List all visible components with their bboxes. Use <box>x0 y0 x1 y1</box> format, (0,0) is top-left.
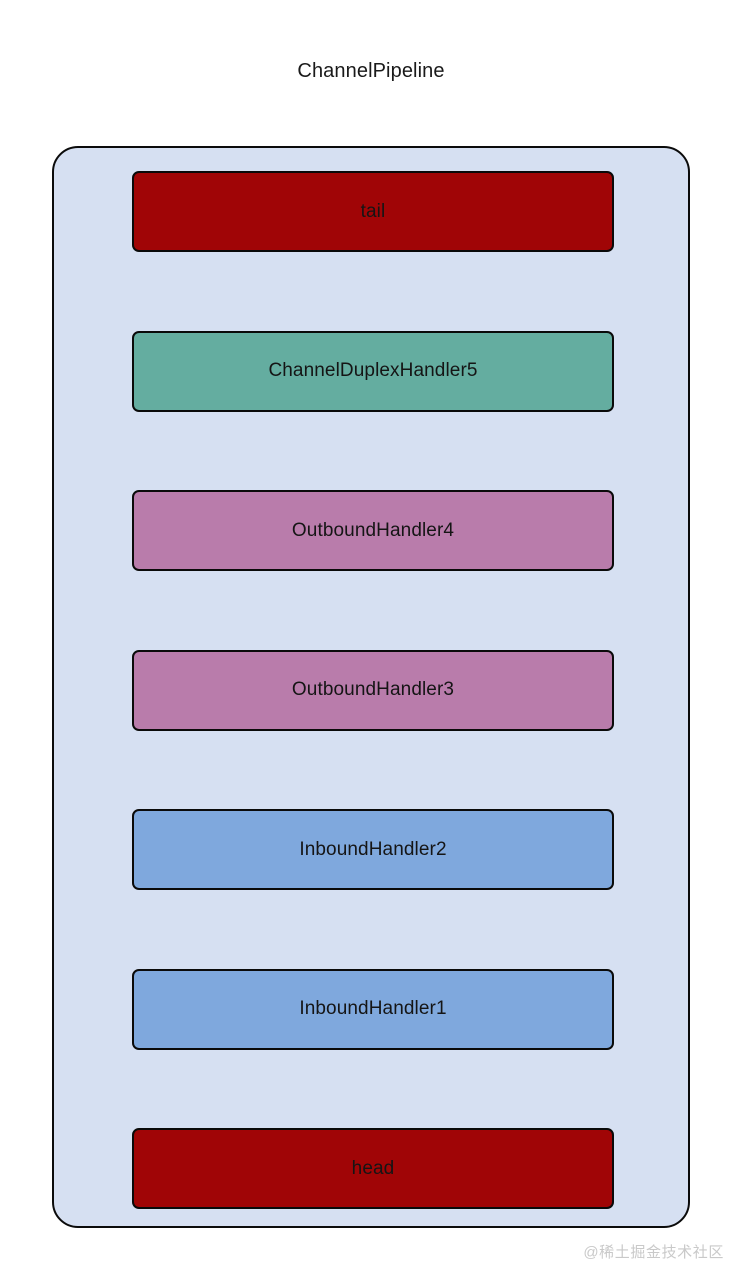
channel-pipeline-container: tail ChannelDuplexHandler5 OutboundHandl… <box>52 146 690 1228</box>
handler-node-inboundhandler1[interactable]: InboundHandler1 <box>132 968 614 1050</box>
handler-node-label: InboundHandler2 <box>299 838 447 860</box>
handler-node-outboundhandler3[interactable]: OutboundHandler3 <box>132 649 614 731</box>
handler-node-label: head <box>351 1157 395 1179</box>
watermark-text: @稀土掘金技术社区 <box>583 1244 724 1261</box>
handler-node-label: ChannelDuplexHandler5 <box>268 360 478 381</box>
handler-node-channelduplexhandler5[interactable]: ChannelDuplexHandler5 <box>132 330 614 412</box>
handler-node-head[interactable]: head <box>132 1128 614 1209</box>
handler-node-outboundhandler4[interactable]: OutboundHandler4 <box>132 490 614 571</box>
handler-node-label: OutboundHandler4 <box>291 519 455 541</box>
handler-node-inboundhandler2[interactable]: InboundHandler2 <box>132 809 614 890</box>
handler-node-label: tail <box>360 200 386 222</box>
handler-stack: tail ChannelDuplexHandler5 OutboundHandl… <box>132 171 614 1209</box>
handler-node-label: OutboundHandler3 <box>291 679 455 700</box>
handler-node-label: InboundHandler1 <box>299 998 447 1019</box>
handler-node-tail[interactable]: tail <box>132 171 614 252</box>
page-title: ChannelPipeline <box>297 60 445 82</box>
